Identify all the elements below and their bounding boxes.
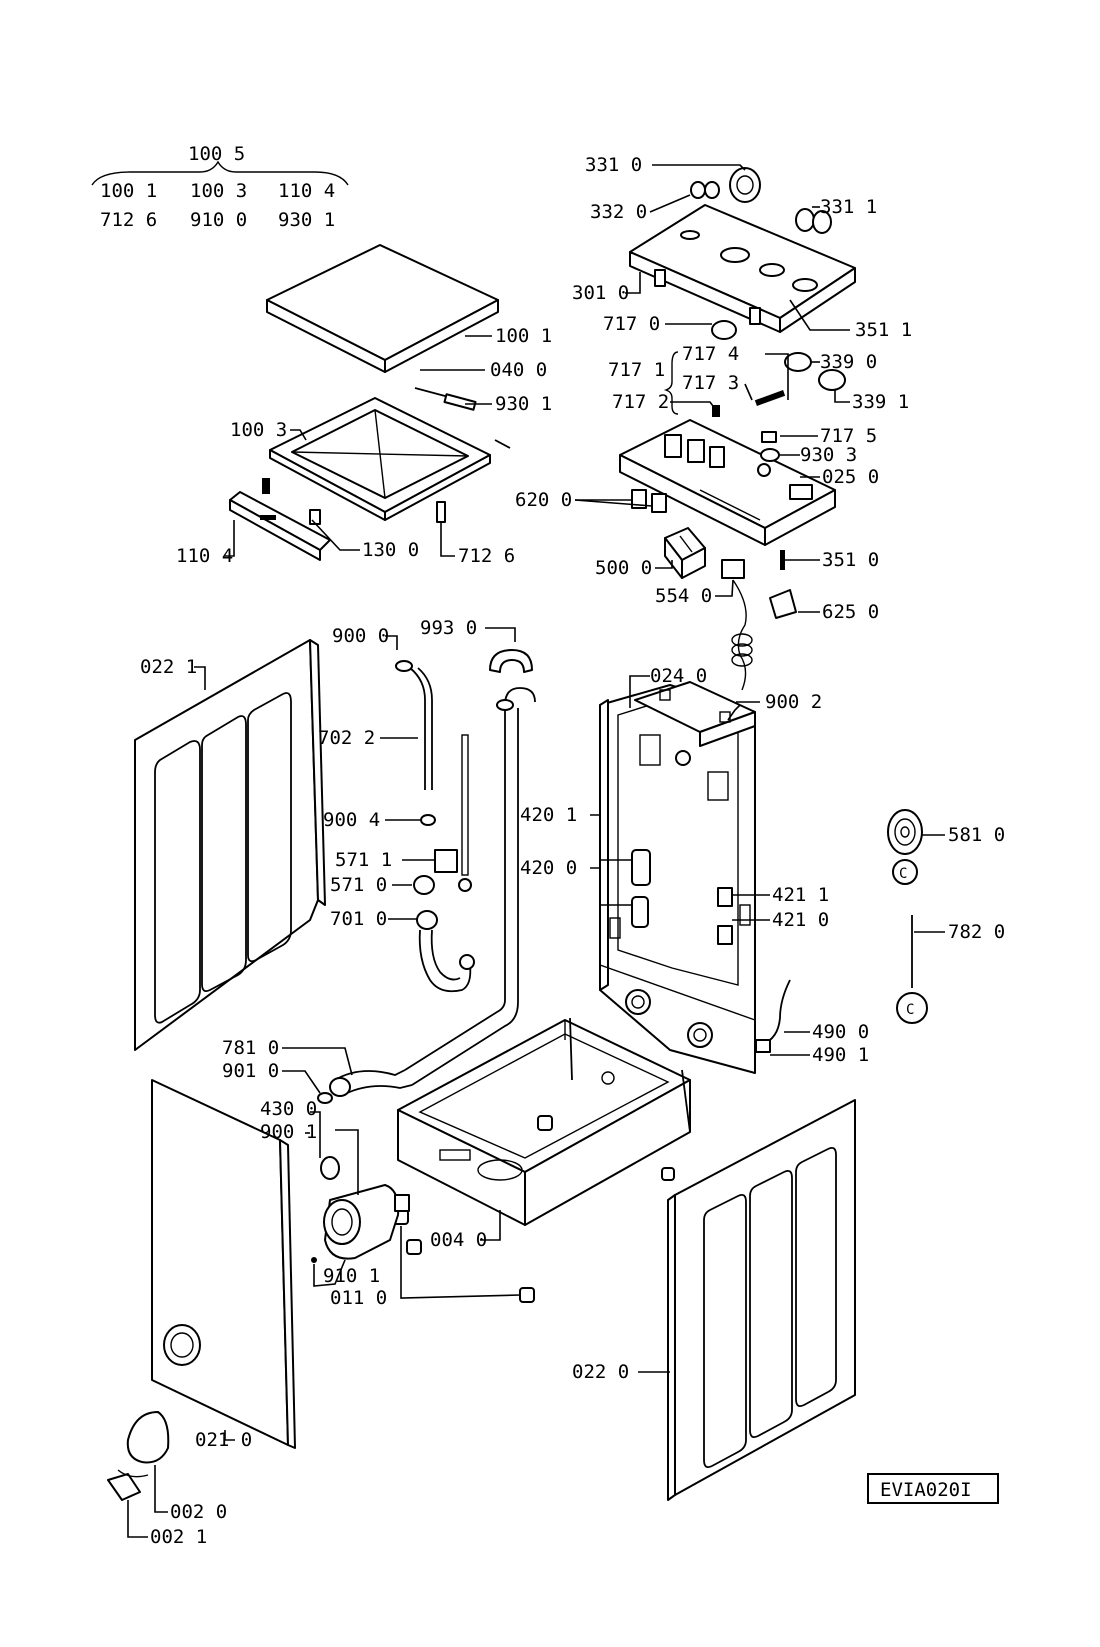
- part-label: 301 0: [572, 282, 629, 304]
- header-group: 100 5 100 1 100 3 110 4 712 6 910 0 930 …: [91, 143, 349, 231]
- rear-panel: [599, 684, 756, 1074]
- part-label: 625 0: [822, 601, 879, 623]
- part-label: 900 2: [765, 691, 822, 713]
- group-item: 930 1: [278, 209, 335, 231]
- part-label: 782 0: [948, 921, 1005, 943]
- part-label: 421 0: [772, 909, 829, 931]
- lid-part: [266, 244, 499, 373]
- part-label: 581 0: [948, 824, 1005, 846]
- part-label: 490 0: [812, 1021, 869, 1043]
- part-label: 420 1: [520, 804, 577, 826]
- part-label: 900 1: [260, 1121, 317, 1143]
- part-label: 717 3: [682, 372, 739, 394]
- part-label: 339 0: [820, 351, 877, 373]
- part-label: 717 2: [612, 391, 669, 413]
- part-label: 332 0: [590, 201, 647, 223]
- group-item: 910 0: [190, 209, 247, 231]
- part-label: 022 1: [140, 656, 197, 678]
- part-label: 339 1: [852, 391, 909, 413]
- diagram-code: EVIA020I: [880, 1479, 972, 1501]
- part-label: 701 0: [330, 908, 387, 930]
- part-label: 351 1: [855, 319, 912, 341]
- timer-part: [664, 527, 706, 579]
- part-label: 040 0: [490, 359, 547, 381]
- drain-pump-part: [323, 1184, 410, 1260]
- part-label: 712 6: [458, 545, 515, 567]
- side-panel-left: [134, 639, 326, 1051]
- part-label: 331 1: [820, 196, 877, 218]
- part-label: 430 0: [260, 1098, 317, 1120]
- part-label: 781 0: [222, 1037, 279, 1059]
- part-label: 993 0: [420, 617, 477, 639]
- part-label: 910 1: [323, 1265, 380, 1287]
- group-item: 100 3: [190, 180, 247, 202]
- diagram-code-box: [867, 1473, 999, 1504]
- part-label: 331 0: [585, 154, 642, 176]
- part-label: 110 4: [176, 545, 233, 567]
- part-label: 717 5: [820, 425, 877, 447]
- part-label: 717 1: [608, 359, 665, 381]
- group-title: 100 5: [188, 143, 245, 165]
- part-label: 004 0: [430, 1229, 487, 1251]
- part-label: 022 0: [572, 1361, 629, 1383]
- part-label: 620 0: [515, 489, 572, 511]
- part-label: 100 1: [495, 325, 552, 347]
- part-label: 930 1: [495, 393, 552, 415]
- front-panel: [151, 1079, 296, 1449]
- ref-marker: C: [906, 1002, 914, 1018]
- side-panel-right: [667, 1099, 856, 1501]
- part-label: 021 0: [195, 1429, 252, 1451]
- rear-top-bracket: [634, 681, 756, 747]
- group-item: 110 4: [278, 180, 335, 202]
- part-label: 002 1: [150, 1526, 207, 1548]
- top-frame-part: [262, 397, 491, 525]
- part-label: 571 1: [335, 849, 392, 871]
- part-label: 011 0: [330, 1287, 387, 1309]
- part-label: 421 1: [772, 884, 829, 906]
- part-label: 702 2: [318, 727, 375, 749]
- part-label: 130 0: [362, 539, 419, 561]
- base-frame: [397, 1017, 691, 1226]
- knob-part: [729, 167, 761, 203]
- part-label: 100 3: [230, 419, 287, 441]
- console-part: [629, 204, 856, 333]
- part-label: 900 0: [332, 625, 389, 647]
- control-module-part: [619, 419, 836, 546]
- part-label: 420 0: [520, 857, 577, 879]
- group-brace: [91, 160, 349, 186]
- part-label: 351 0: [822, 549, 879, 571]
- part-label: 490 1: [812, 1044, 869, 1066]
- part-label: 717 4: [682, 343, 739, 365]
- part-label: 900 4: [323, 809, 380, 831]
- group-item: 712 6: [100, 209, 157, 231]
- part-label: 930 3: [800, 444, 857, 466]
- part-label: 717 0: [603, 313, 660, 335]
- part-label: 002 0: [170, 1501, 227, 1523]
- part-label: 901 0: [222, 1060, 279, 1082]
- part-label: 025 0: [822, 466, 879, 488]
- part-label: 500 0: [595, 557, 652, 579]
- group-item: 100 1: [100, 180, 157, 202]
- strip-part: [229, 491, 331, 561]
- part-label: 554 0: [655, 585, 712, 607]
- part-label: 571 0: [330, 874, 387, 896]
- part-label: 024 0: [650, 665, 707, 687]
- ref-marker: C: [899, 866, 907, 882]
